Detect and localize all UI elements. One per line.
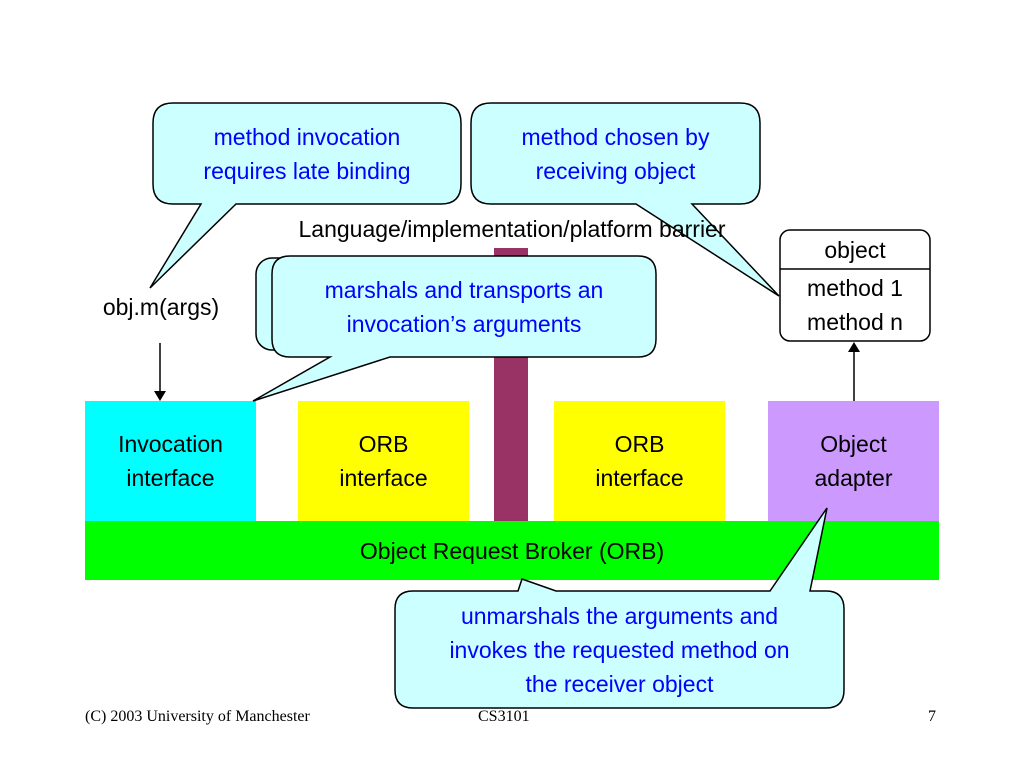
object-adapter-label: Object adapter: [814, 431, 893, 491]
client-down-arrow-head: [154, 391, 166, 401]
orb-bar-label: Object Request Broker (ORB): [359, 537, 665, 564]
footer-copyright: (C) 2003 University of Manchester: [85, 708, 310, 725]
adapter-up-arrow-head: [848, 342, 860, 352]
bubble-marshals-text: marshals and transports an invocation’s …: [324, 276, 604, 337]
bubble-chosen-by-receiver-text: method chosen by receiving object: [521, 123, 710, 184]
bubble-unmarshals: [394, 507, 845, 709]
object-adapter-box: [768, 401, 939, 521]
object-box-methods: method 1 method n: [807, 275, 903, 335]
bubble-chosen-by-receiver: [470, 102, 780, 297]
footer-course: CS3101: [478, 708, 530, 725]
bubble-unmarshals-text: unmarshals the arguments and invokes the…: [449, 602, 790, 697]
orb-interface-left-label: ORB interface: [339, 431, 428, 491]
bubble-late-binding: [149, 102, 462, 289]
orb-interface-right-box: [554, 401, 725, 521]
footer-page-number: 7: [928, 708, 936, 725]
orb-interface-right-label: ORB interface: [595, 431, 684, 491]
bubble-marshals: [252, 255, 657, 402]
invocation-interface-label: Invocation interface: [118, 431, 223, 491]
orb-interface-left-box: [298, 401, 469, 521]
bubble-late-binding-text: method invocation requires late binding: [203, 123, 411, 184]
barrier-label: Language/implementation/platform barrier: [298, 216, 726, 242]
client-call-label: obj.m(args): [102, 294, 220, 320]
invocation-interface-box: [85, 401, 256, 521]
object-box-title: object: [824, 237, 886, 263]
object-box: [779, 229, 931, 342]
